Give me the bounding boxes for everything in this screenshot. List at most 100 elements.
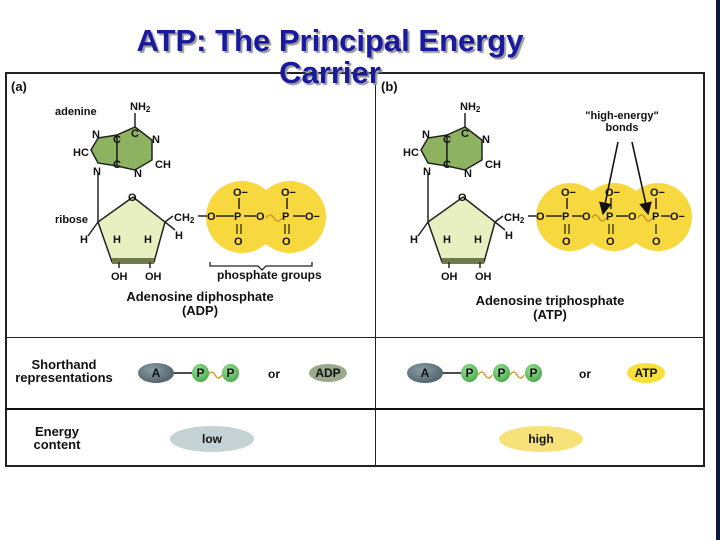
svg-text:C: C <box>443 159 451 171</box>
svg-text:O: O <box>536 211 545 223</box>
shorthand-label-line2: representations <box>15 370 113 385</box>
svg-text:HC: HC <box>403 147 419 159</box>
phosphate-circle-atp-3: P <box>525 364 542 382</box>
svg-text:CH2: CH2 <box>504 212 525 225</box>
svg-text:H: H <box>410 234 418 246</box>
panel-divider <box>375 72 376 467</box>
svg-text:NH2: NH2 <box>130 101 151 114</box>
or-text-atp: or <box>579 367 591 381</box>
svg-text:CH2: CH2 <box>174 212 195 225</box>
svg-text:HC: HC <box>73 147 89 159</box>
phosphate-circle-atp-2: P <box>493 364 510 382</box>
svg-text:OH: OH <box>441 271 458 283</box>
atp-abbr-oval: ATP <box>627 363 665 383</box>
panel-b-tag: (b) <box>381 79 398 94</box>
atp-shorthand-connectors <box>440 371 525 379</box>
high-energy-bonds-label: "high-energy" bonds <box>582 110 662 134</box>
svg-text:N: N <box>464 168 472 180</box>
or-text-adp: or <box>268 367 280 381</box>
shorthand-label-line1: Shorthand <box>31 357 97 372</box>
slide-title-line2: Carrier <box>279 55 381 90</box>
svg-text:C: C <box>113 159 121 171</box>
svg-text:P: P <box>562 211 569 223</box>
phosphate-circle-adp-1: P <box>192 364 209 382</box>
svg-text:N: N <box>422 129 430 141</box>
svg-text:CH: CH <box>155 159 171 171</box>
svg-text:O−: O− <box>605 187 620 199</box>
energy-label-line2: content <box>33 437 81 452</box>
svg-text:O−: O− <box>281 187 296 199</box>
svg-text:N: N <box>423 166 431 178</box>
phosphate-circle-atp-1: P <box>461 364 478 382</box>
svg-text:H: H <box>80 234 88 246</box>
svg-text:O−: O− <box>670 211 685 223</box>
svg-text:C: C <box>113 134 121 146</box>
svg-text:C: C <box>461 128 469 140</box>
svg-text:OH: OH <box>475 271 492 283</box>
svg-text:O: O <box>234 236 243 248</box>
svg-text:N: N <box>152 134 160 146</box>
svg-text:O−: O− <box>650 187 665 199</box>
svg-text:P: P <box>234 211 241 223</box>
adenosine-oval-atp: A <box>407 363 443 383</box>
atp-energy-oval: high <box>499 426 583 452</box>
high-energy-label-line1: "high-energy" <box>585 110 659 122</box>
adenine-label: adenine <box>55 106 97 118</box>
svg-text:N: N <box>92 129 100 141</box>
svg-text:H: H <box>113 234 121 246</box>
row-divider-energy <box>5 408 705 410</box>
svg-text:N: N <box>482 134 490 146</box>
energy-label-line1: Energy <box>34 424 80 439</box>
adp-caption-abbr: (ADP) <box>181 303 219 318</box>
adp-structure: NH2 C N CH N C C N HC N O CH2 H H H H OH… <box>73 101 326 283</box>
svg-text:O: O <box>256 211 265 223</box>
svg-text:CH: CH <box>485 159 501 171</box>
atp-structure: NH2 C N CH N C C N HC N O CH2 H H H H OH… <box>403 101 692 283</box>
svg-text:O: O <box>582 211 591 223</box>
svg-text:O: O <box>652 236 661 248</box>
svg-text:O: O <box>207 211 216 223</box>
svg-text:O−: O− <box>561 187 576 199</box>
svg-text:O: O <box>562 236 571 248</box>
svg-text:O: O <box>128 192 137 204</box>
svg-text:H: H <box>443 234 451 246</box>
svg-text:OH: OH <box>111 271 128 283</box>
svg-text:C: C <box>131 128 139 140</box>
atp-caption-name: Adenosine triphosphate <box>475 293 625 308</box>
svg-text:H: H <box>175 230 183 242</box>
phosphate-circle-adp-2: P <box>222 364 239 382</box>
svg-text:N: N <box>93 166 101 178</box>
svg-text:O: O <box>606 236 615 248</box>
ribose-label: ribose <box>55 214 89 226</box>
svg-text:P: P <box>606 211 613 223</box>
svg-text:O: O <box>628 211 637 223</box>
shorthand-row-label: Shorthand representations <box>8 358 120 384</box>
atp-caption-abbr: (ATP) <box>533 307 567 322</box>
svg-text:N: N <box>134 168 142 180</box>
row-divider-shorthand <box>5 337 705 338</box>
adp-caption-name: Adenosine diphosphate <box>126 289 274 304</box>
svg-text:O−: O− <box>233 187 248 199</box>
svg-text:P: P <box>282 211 289 223</box>
svg-text:H: H <box>144 234 152 246</box>
adp-energy-oval: low <box>170 426 254 452</box>
adp-abbr-oval: ADP <box>309 364 347 382</box>
phosphate-groups-label: phosphate groups <box>217 268 322 282</box>
adp-caption: Adenosine diphosphate (ADP) <box>100 290 300 318</box>
slide-title-line1: ATP: The Principal Energy <box>136 23 524 58</box>
slide-right-edge <box>716 0 720 540</box>
svg-text:OH: OH <box>145 271 162 283</box>
energy-row-label: Energy content <box>22 425 92 451</box>
svg-text:O−: O− <box>305 211 320 223</box>
svg-text:NH2: NH2 <box>460 101 481 114</box>
svg-text:C: C <box>443 134 451 146</box>
panel-a-tag: (a) <box>11 79 27 94</box>
atp-caption: Adenosine triphosphate (ATP) <box>450 294 650 322</box>
svg-text:O: O <box>282 236 291 248</box>
svg-text:H: H <box>474 234 482 246</box>
high-energy-label-line2: bonds <box>605 122 639 134</box>
svg-text:O: O <box>458 192 467 204</box>
svg-text:P: P <box>652 211 659 223</box>
adenosine-oval-adp: A <box>138 363 174 383</box>
svg-text:H: H <box>505 230 513 242</box>
